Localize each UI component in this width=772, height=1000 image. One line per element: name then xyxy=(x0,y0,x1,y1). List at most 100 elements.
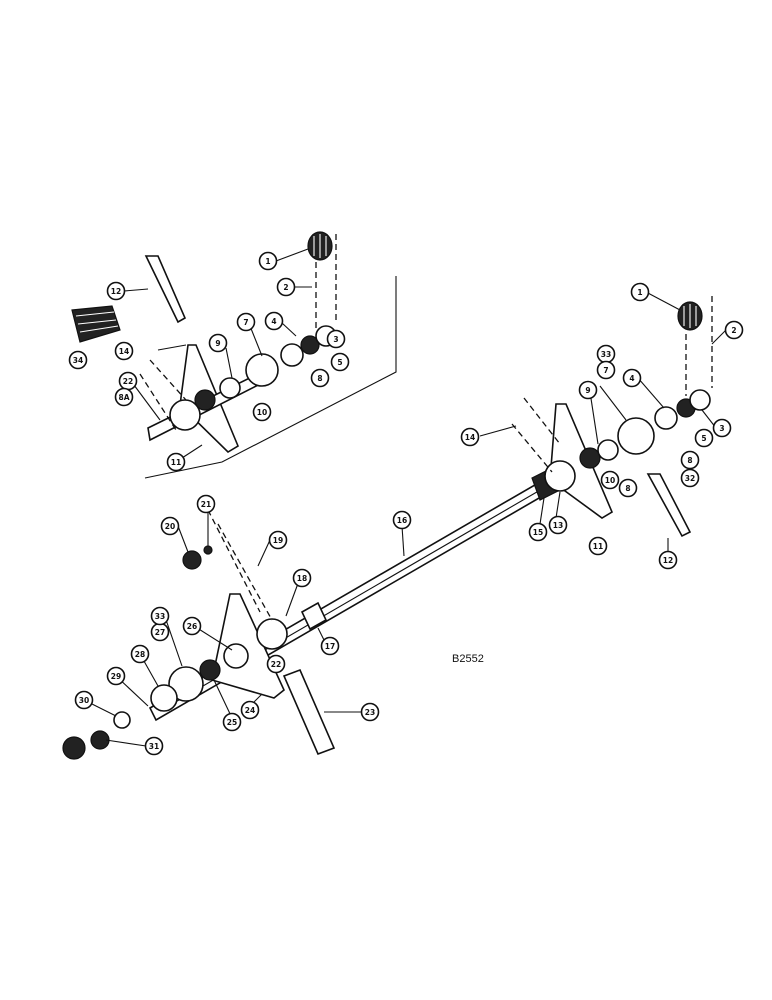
dash-line xyxy=(207,509,261,613)
leader-line xyxy=(163,613,183,667)
sprocket-27 xyxy=(168,666,204,702)
inset-frame xyxy=(144,276,397,479)
coupling-17 xyxy=(300,601,328,631)
svg-text:14: 14 xyxy=(465,433,475,442)
svg-text:10: 10 xyxy=(605,476,615,485)
leader-line xyxy=(133,384,161,421)
callout: 3 xyxy=(712,418,732,438)
svg-text:2: 2 xyxy=(731,326,736,335)
leader-line xyxy=(177,525,189,553)
callout: 13 xyxy=(548,515,568,535)
collar-4-inset xyxy=(280,343,304,367)
callout: 10 xyxy=(252,402,272,422)
svg-text:13: 13 xyxy=(553,521,563,530)
shaft-16 xyxy=(148,480,548,722)
svg-text:27: 27 xyxy=(155,628,165,637)
svg-text:24: 24 xyxy=(245,706,255,715)
leader-line xyxy=(645,291,681,311)
callout: 27 xyxy=(150,622,170,642)
drawing-code: B2552 xyxy=(452,653,484,665)
callout: 24 xyxy=(240,700,260,720)
leader-line xyxy=(589,391,599,445)
callout: 8 xyxy=(310,368,330,388)
callout: 18 xyxy=(292,568,312,588)
svg-text:14: 14 xyxy=(119,347,129,356)
callout: 29 xyxy=(106,666,126,686)
leader-line xyxy=(181,444,203,459)
callout: 4 xyxy=(264,311,284,331)
sprocket-18 xyxy=(256,618,288,650)
main-assembly xyxy=(62,291,727,760)
svg-text:5: 5 xyxy=(701,434,706,443)
sprocket-13-right xyxy=(544,460,576,492)
dash-line xyxy=(217,523,273,621)
callout: 5 xyxy=(694,428,714,448)
svg-text:4: 4 xyxy=(271,317,276,326)
svg-text:8A: 8A xyxy=(118,393,129,402)
callout: 9 xyxy=(208,333,228,353)
leader-line xyxy=(599,385,627,421)
callout: 33 xyxy=(596,344,616,364)
callout: 11 xyxy=(166,452,186,472)
svg-text:4: 4 xyxy=(629,374,634,383)
svg-text:33: 33 xyxy=(155,612,165,621)
nut-21 xyxy=(203,545,213,555)
svg-text:11: 11 xyxy=(171,458,181,467)
callout: 8A xyxy=(114,387,134,407)
callout: 1 xyxy=(258,251,278,271)
callout: 5 xyxy=(330,352,350,372)
svg-text:31: 31 xyxy=(149,742,159,751)
collar-4-right xyxy=(654,406,678,430)
bearing-9-right xyxy=(579,447,601,469)
callout: 31 xyxy=(144,736,164,756)
svg-text:17: 17 xyxy=(325,642,335,651)
callout: 32 xyxy=(680,468,700,488)
svg-text:20: 20 xyxy=(165,522,175,531)
flange-3-right xyxy=(689,389,711,411)
bearing-5-inset xyxy=(300,335,320,355)
callout: 22 xyxy=(118,371,138,391)
svg-text:26: 26 xyxy=(187,622,197,631)
callout: 25 xyxy=(222,712,242,732)
svg-text:7: 7 xyxy=(603,366,608,375)
sprocket-7-inset xyxy=(245,353,279,387)
washer-30 xyxy=(113,711,131,729)
leader-line xyxy=(317,627,325,641)
leader-line xyxy=(275,248,309,262)
callout: 34 xyxy=(68,350,88,370)
sprocket-22-inset xyxy=(169,399,201,431)
sprocket-20 xyxy=(182,550,202,570)
svg-text:34: 34 xyxy=(73,356,83,365)
svg-text:8: 8 xyxy=(687,456,692,465)
leader-line xyxy=(213,679,233,719)
leader-line xyxy=(105,739,147,747)
callout: 26 xyxy=(182,616,202,636)
callout: 22 xyxy=(266,654,286,674)
callout: 21 xyxy=(196,494,216,514)
svg-text:11: 11 xyxy=(593,542,603,551)
callout: 2 xyxy=(276,277,296,297)
callout: 14 xyxy=(460,427,480,447)
bracket-23 xyxy=(282,668,336,756)
callout: 23 xyxy=(360,702,380,722)
svg-text:2: 2 xyxy=(283,283,288,292)
leader-line xyxy=(123,288,149,292)
svg-text:18: 18 xyxy=(297,574,307,583)
callout: 9 xyxy=(578,380,598,400)
dash-line xyxy=(139,373,177,431)
callout: 8 xyxy=(618,478,638,498)
svg-text:12: 12 xyxy=(111,287,121,296)
svg-text:22: 22 xyxy=(271,660,281,669)
svg-text:21: 21 xyxy=(201,500,211,509)
svg-text:15: 15 xyxy=(533,528,543,537)
hub-10-right xyxy=(597,439,619,461)
cap-30 xyxy=(62,736,86,760)
leader-line xyxy=(257,539,271,567)
dash-line xyxy=(511,423,553,473)
callout: 2 xyxy=(724,320,744,340)
dash-line xyxy=(149,359,187,401)
bracket-12-right xyxy=(646,473,692,538)
svg-text:1: 1 xyxy=(265,257,270,266)
callout: 33 xyxy=(150,606,170,626)
